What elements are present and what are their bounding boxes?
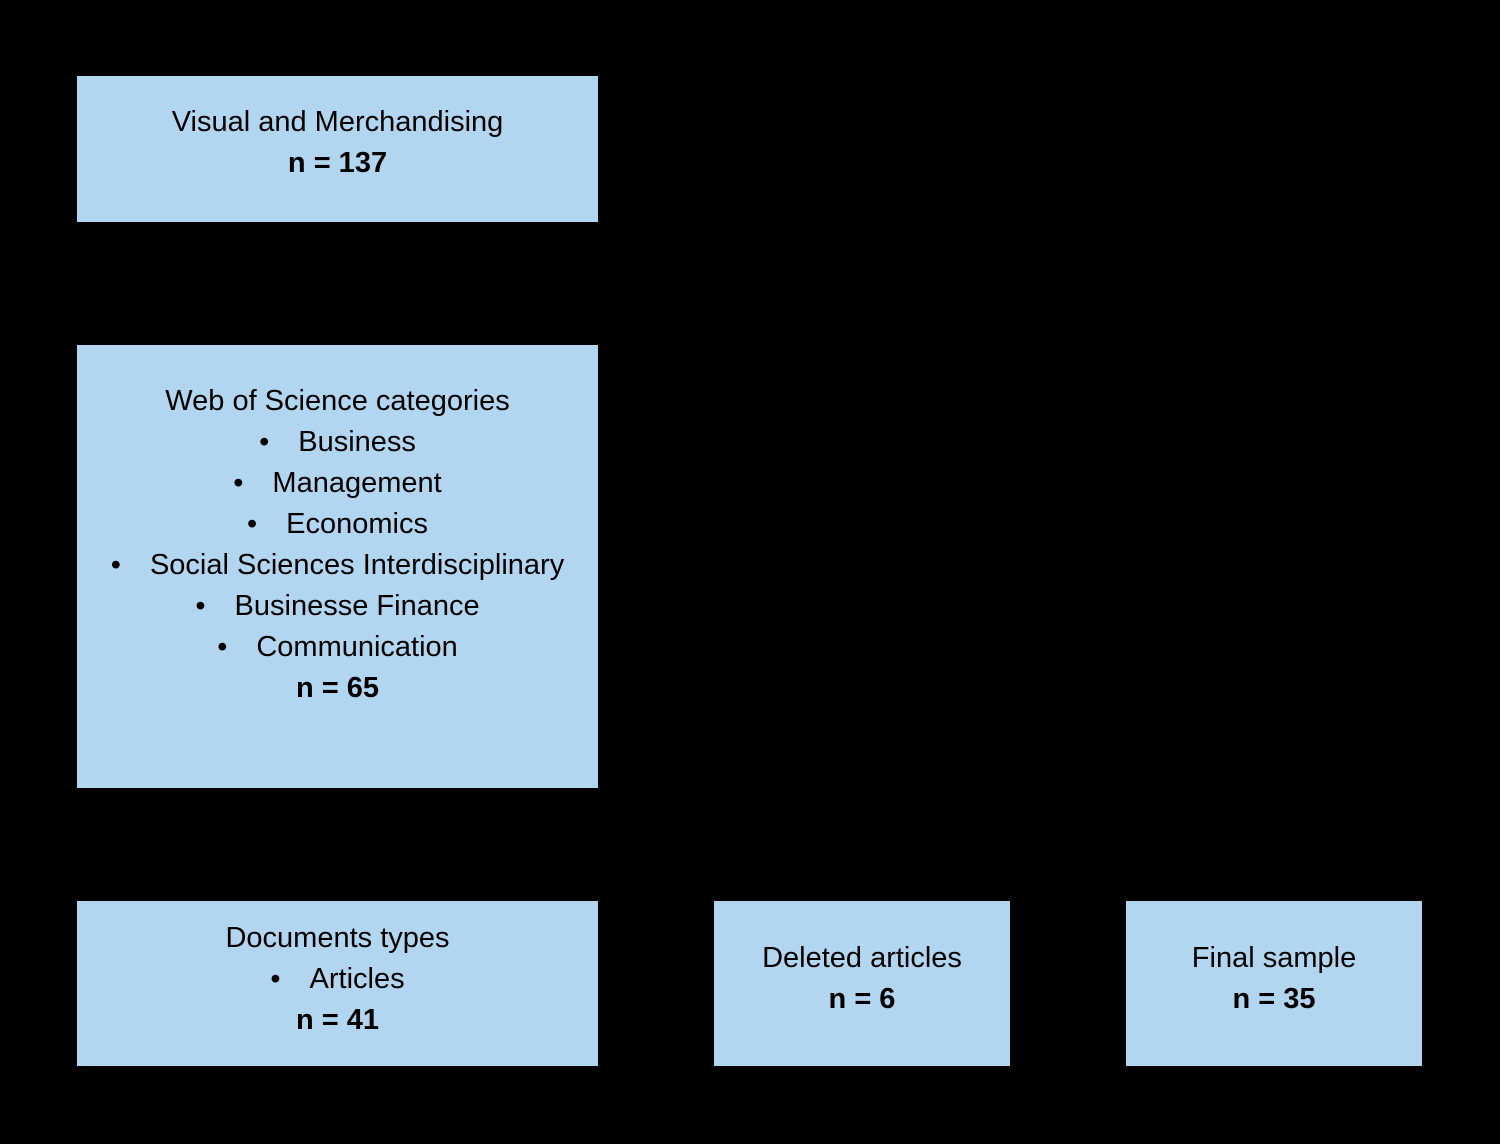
box-visual-and-merchandising: Visual and Merchandising n = 137 bbox=[77, 76, 598, 222]
box-title: Deleted articles bbox=[762, 942, 962, 974]
category-item: • Social Sciences Interdisciplinary bbox=[110, 549, 565, 581]
box-title: Visual and Merchandising bbox=[171, 106, 504, 138]
category-item: • Business bbox=[259, 426, 416, 458]
box-web-of-science-categories: Web of Science categories • Business • M… bbox=[77, 345, 598, 788]
box-count: n = 41 bbox=[295, 1004, 380, 1036]
category-item: • Management bbox=[233, 467, 442, 499]
box-count: n = 137 bbox=[287, 147, 388, 179]
box-count: n = 35 bbox=[1232, 983, 1316, 1015]
box-title: Web of Science categories bbox=[165, 385, 510, 417]
category-item: • Communication bbox=[217, 631, 458, 663]
box-deleted-articles: Deleted articles n = 6 bbox=[714, 901, 1010, 1066]
document-type-item: • Articles bbox=[270, 963, 405, 995]
box-count: n = 65 bbox=[295, 672, 380, 704]
category-item: • Economics bbox=[247, 508, 428, 540]
box-title: Documents types bbox=[225, 922, 450, 954]
box-count: n = 6 bbox=[828, 983, 896, 1015]
category-item: • Businesse Finance bbox=[195, 590, 480, 622]
box-final-sample: Final sample n = 35 bbox=[1126, 901, 1422, 1066]
box-title: Final sample bbox=[1191, 942, 1357, 974]
box-documents-types: Documents types • Articles n = 41 bbox=[77, 901, 598, 1066]
